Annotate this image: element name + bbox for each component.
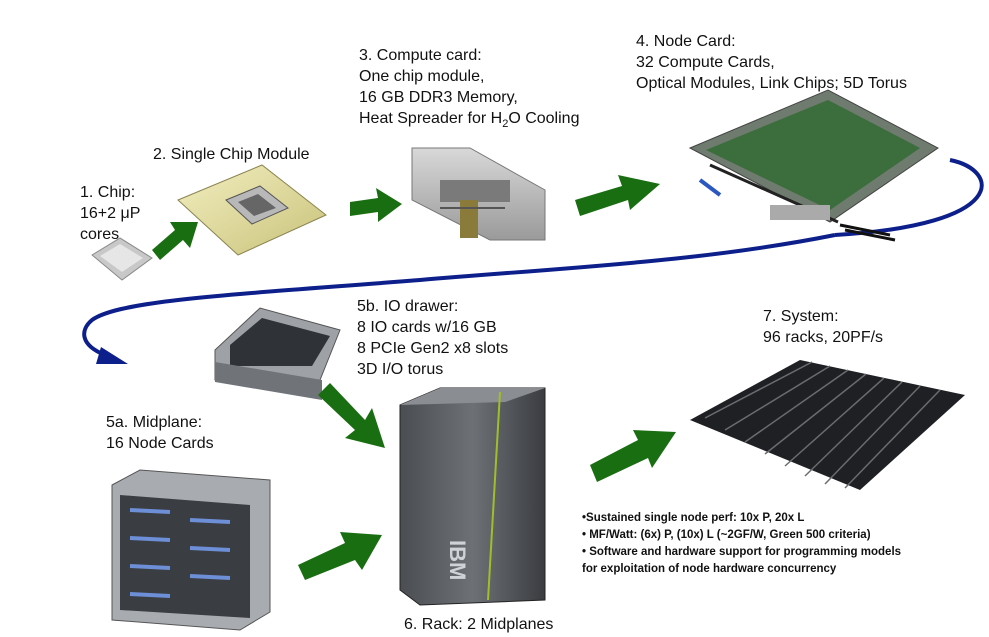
compute-card-line-3-pre: Heat Spreader for H — [359, 110, 503, 127]
compute-card-line-1: One chip module, — [359, 68, 485, 85]
compute-card-line-2: 16 GB DDR3 Memory, — [359, 89, 518, 106]
system-line-1: 96 racks, 20PF/s — [763, 329, 884, 346]
chip-label: 1. Chip: 16+2 μP cores — [80, 182, 140, 245]
midplane-label: 5a. Midplane: 16 Node Cards — [106, 412, 214, 454]
compute-card-title: 3. Compute card: — [359, 47, 482, 64]
compute-card-label: 3. Compute card: One chip module, 16 GB … — [359, 45, 579, 135]
note-4: for exploitation of node hardware concur… — [582, 563, 837, 575]
note-2: • MF/Watt: (6x) P, (10x) L (~2GF/W, Gree… — [582, 529, 871, 541]
chip-line-1: 16+2 μP — [80, 205, 141, 222]
arrow-card-to-node — [575, 175, 660, 216]
chip-line-2: cores — [80, 226, 120, 243]
io-drawer-title: 5b. IO drawer: — [357, 298, 459, 315]
compute-card-line-3-post: O Cooling — [508, 110, 580, 127]
rack-ibm-logo: IBM — [445, 540, 470, 580]
node-card-line-1: 32 Compute Cards, — [636, 54, 775, 71]
midplane-title: 5a. Midplane: — [106, 414, 203, 431]
midplane-image — [111, 469, 271, 631]
arrow-chip-to-scm — [152, 222, 198, 260]
note-1: •Sustained single node perf: 10x P, 20x … — [582, 512, 805, 524]
node-card-line-2: Optical Modules, Link Chips; 5D Torus — [636, 75, 907, 92]
scm-title: 2. Single Chip Module — [153, 146, 310, 163]
flow-curve-lower — [82, 233, 836, 357]
arrow-io-to-rack — [318, 383, 385, 448]
rack-image: IBM — [399, 387, 546, 606]
compute-card-line-3: Heat Spreader for H2O Cooling — [359, 108, 579, 135]
node-card-label: 4. Node Card: 32 Compute Cards, Optical … — [636, 31, 907, 94]
rack-title: 6. Rack: 2 Midplanes — [404, 616, 554, 633]
node-card-image — [688, 89, 939, 242]
arrow-midplane-to-rack — [298, 532, 382, 580]
compute-card-image — [411, 147, 546, 241]
io-drawer-line-3: 3D I/O torus — [357, 361, 444, 378]
chip-image — [91, 237, 153, 281]
chip-title: 1. Chip: — [80, 184, 136, 201]
system-label: 7. System: 96 racks, 20PF/s — [763, 306, 883, 348]
node-card-title: 4. Node Card: — [636, 33, 736, 50]
compute-card-line-3-sub: 2 — [502, 118, 509, 131]
midplane-line-1: 16 Node Cards — [106, 435, 214, 452]
performance-notes: •Sustained single node perf: 10x P, 20x … — [582, 510, 901, 578]
flow-curve — [834, 158, 984, 237]
single-chip-module-image — [177, 164, 327, 256]
io-drawer-line-1: 8 IO cards w/16 GB — [357, 319, 497, 336]
system-image — [690, 360, 965, 490]
io-drawer-image — [214, 307, 341, 400]
note-3: • Software and hardware support for prog… — [582, 546, 902, 558]
flow-curve-arrowhead — [96, 347, 128, 364]
io-drawer-label: 5b. IO drawer: 8 IO cards w/16 GB 8 PCIe… — [357, 296, 508, 380]
arrow-rack-to-system — [590, 430, 676, 482]
arrow-scm-to-card — [350, 188, 402, 222]
system-title: 7. System: — [763, 308, 839, 325]
io-drawer-line-2: 8 PCIe Gen2 x8 slots — [357, 340, 509, 357]
